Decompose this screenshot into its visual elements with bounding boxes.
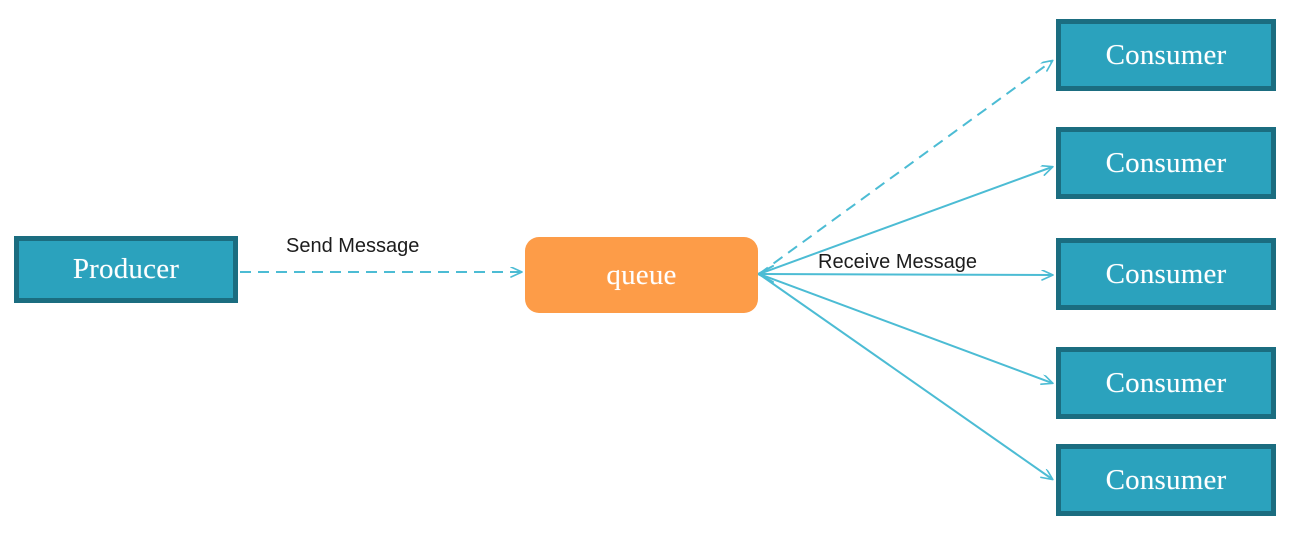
node-consumer-4[interactable]: Consumer [1056, 347, 1276, 419]
node-label-producer: Producer [72, 253, 180, 285]
node-consumer-1[interactable]: Consumer [1056, 19, 1276, 91]
receive-message-label: Receive Message [818, 251, 977, 273]
node-consumer-3[interactable]: Consumer [1056, 238, 1276, 310]
edge-queue-to-consumer-5 [758, 273, 1052, 479]
node-label-consumer-4: Consumer [1105, 366, 1227, 399]
node-label-consumer-2: Consumer [1105, 146, 1227, 179]
node-producer[interactable]: Producer [14, 236, 238, 303]
node-label-consumer-1: Consumer [1105, 38, 1227, 71]
node-label-queue: queue [606, 258, 677, 291]
node-consumer-5[interactable]: Consumer [1056, 444, 1276, 516]
edge-queue-to-consumer-2 [758, 167, 1052, 275]
edge-queue-to-consumer-4 [758, 273, 1052, 383]
queue-fanout-origin-arrowhead [757, 265, 774, 283]
send-message-label: Send Message [286, 235, 420, 257]
node-label-consumer-5: Consumer [1105, 463, 1227, 496]
edge-queue-to-consumer-3 [758, 274, 1052, 275]
node-queue[interactable]: queue [525, 237, 758, 313]
node-consumer-2[interactable]: Consumer [1056, 127, 1276, 199]
node-label-consumer-3: Consumer [1105, 257, 1227, 290]
edge-queue-to-consumer-1 [758, 61, 1052, 275]
